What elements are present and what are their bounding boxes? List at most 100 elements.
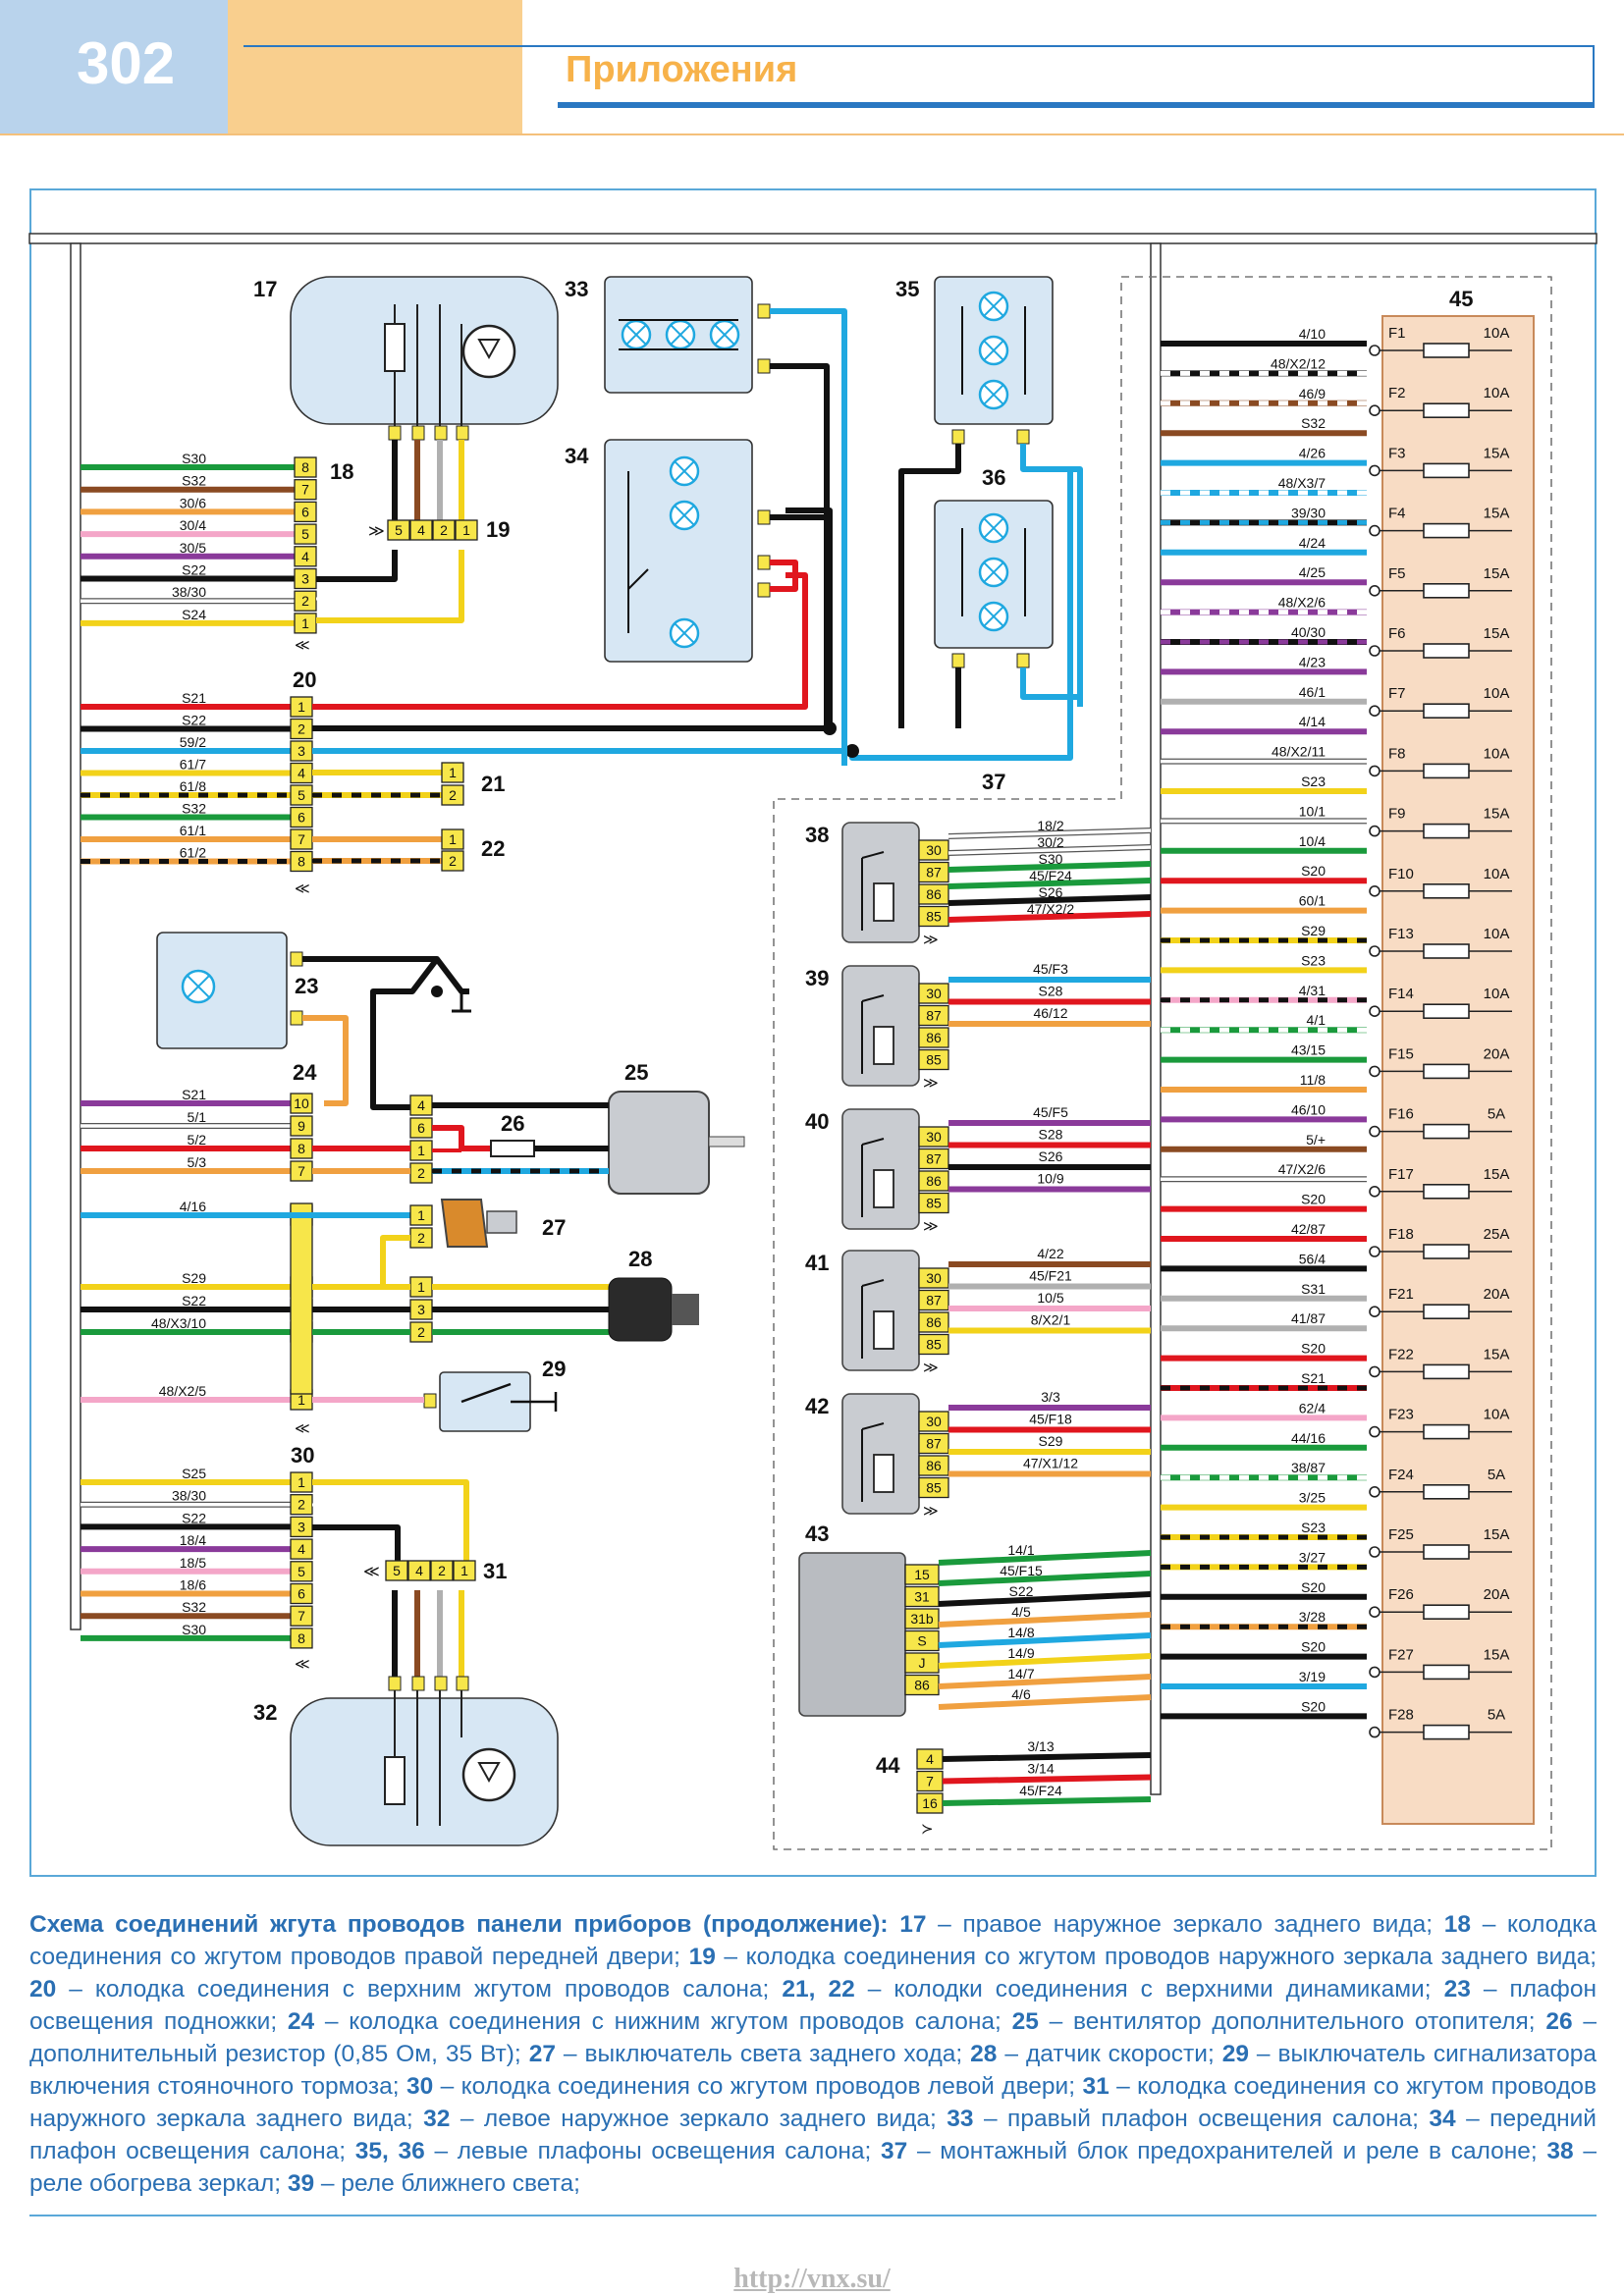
connector-18-wire-label: S24: [182, 607, 206, 622]
caption-item-text: – выключатель сигнализатора включения ст…: [29, 2041, 1597, 2100]
wire: [316, 550, 398, 582]
connector-30-pin-label: 4: [298, 1541, 305, 1557]
connector-24-pin-label: 8: [298, 1141, 305, 1156]
fuse-terminal: [1369, 1726, 1380, 1738]
diode-icon: [477, 1762, 501, 1784]
unit-43: [798, 1552, 906, 1717]
lamp-icon-cross: [674, 505, 695, 526]
component-37-number: 37: [982, 770, 1005, 794]
unit-43-wire: [938, 1591, 1152, 1607]
relay-39-pin-label: 85: [926, 1052, 942, 1068]
step-lamp-23: [156, 932, 288, 1049]
fuse-block-wire-label: 39/30: [1291, 505, 1326, 520]
fuse-terminal: [1369, 1365, 1380, 1378]
wire: [312, 1524, 401, 1561]
connector-24-pin-label: 9: [298, 1118, 305, 1134]
connector-24-pin-label: 1: [298, 1392, 305, 1408]
relay-40-pin: [918, 1126, 949, 1148]
fuse-terminal: [1369, 1186, 1380, 1198]
connector-22-pin-label: 1: [449, 831, 457, 847]
lamp-terminal: [1016, 653, 1030, 668]
footer-url[interactable]: http://vnx.su/: [733, 2264, 891, 2294]
fuse-terminal: [1369, 1246, 1380, 1257]
relay-38-wire-label: 47/X2/2: [1027, 901, 1074, 917]
connector-30-pin: [290, 1582, 313, 1605]
fuse-block-wire-label: S23: [1301, 952, 1326, 968]
caption-item-text: – плафон освещения подножки;: [29, 1976, 1597, 2035]
relay-39-pin-label: 30: [926, 986, 942, 1001]
caption-item-text: – колодка соединения со жгутом проводов …: [433, 2073, 1083, 2100]
unit-43-pin: [904, 1585, 940, 1608]
fuse-terminal: [1369, 584, 1380, 597]
fuse-block-wire-label: 56/4: [1299, 1251, 1326, 1266]
lamp-terminal: [757, 303, 771, 319]
connector-44-pin-label: 4: [926, 1751, 934, 1767]
caption-item-number: 19: [688, 1944, 716, 1970]
fuse-terminal: [1369, 1065, 1380, 1078]
caption-item-text: – монтажный блок предохранителей и реле …: [907, 2138, 1547, 2164]
caption-item-number: 34: [1429, 2106, 1456, 2132]
component-24-number: 24: [293, 1060, 317, 1085]
fuse-block-wire-label: 11/8: [1300, 1072, 1326, 1088]
fuse-block-wire-label: 60/1: [1299, 893, 1326, 909]
unit-43-wire: [938, 1550, 1152, 1566]
fuse-block-wire-label: 48/X3/7: [1278, 475, 1326, 491]
fuse-rating: 5A: [1488, 1467, 1505, 1483]
fuse-block-wire-label: 5/+: [1306, 1132, 1326, 1148]
caption-item-text: – колодка соединения с нижним жгутом про…: [314, 2008, 1012, 2035]
connector-18-pin: [294, 479, 317, 501]
connector-44-wire-label: 3/13: [1027, 1738, 1054, 1754]
caption-item-number: 31: [1082, 2073, 1110, 2100]
relay-41-wire-label: 45/F21: [1029, 1268, 1072, 1284]
connector-18-wire-label: S30: [182, 451, 206, 466]
fuse-block-wire-label: S20: [1301, 863, 1326, 879]
unit-43-wire-label: 14/9: [1007, 1645, 1034, 1661]
caption-item-number: 26: [1545, 2008, 1573, 2035]
connector-18-wire-label: 38/30: [172, 584, 206, 600]
connector-24-pin-label: 7: [298, 1163, 305, 1179]
connector-18-pin-label: 8: [301, 459, 309, 475]
connector-20-wire-label: 61/8: [180, 778, 206, 794]
connector-30-pin-label: 6: [298, 1586, 305, 1602]
relay-coil: [873, 1169, 894, 1208]
caption-item-text: – колодки соединения с верхними динамика…: [854, 1976, 1444, 2002]
connector-18-wire-label: 30/4: [180, 517, 206, 533]
connector-25-pin-label: 4: [417, 1097, 425, 1113]
caption-item-text: – передний плафон освещения салона;: [29, 2106, 1597, 2164]
lamp-terminal: [1016, 429, 1030, 445]
mirror-terminal: [456, 1676, 469, 1691]
connector-19-pin: [455, 519, 478, 541]
connector-31-pin-label: 1: [460, 1563, 468, 1578]
connector-18-pin-label: 4: [301, 549, 309, 564]
connector-44-wire-label: 45/F24: [1019, 1783, 1062, 1798]
fuse-element: [1423, 462, 1470, 479]
fuse-block-wire-label: 62/4: [1299, 1400, 1326, 1415]
fuse-block-wire-label: S31: [1301, 1281, 1326, 1297]
lamp-terminal: [290, 951, 303, 967]
connector-30-wire-label: S32: [182, 1599, 206, 1615]
caption-item-text: – дополнительный резистор (0,85 Ом, 35 В…: [29, 2008, 1597, 2067]
mount-block-boundary: [773, 276, 1552, 1850]
switch-icon: [460, 1382, 558, 1412]
fuse-name: F5: [1388, 565, 1406, 582]
fuse-name: F23: [1388, 1407, 1414, 1423]
caption-item-number: 32: [423, 2106, 451, 2132]
ground-junction: [431, 986, 443, 997]
fuse-block-wire-label: 44/16: [1291, 1430, 1326, 1446]
relay-39-pin-label: 86: [926, 1030, 942, 1045]
connector-24-pin: [290, 1115, 313, 1137]
connector-22-pin: [441, 850, 464, 872]
unit-43-pin-label: J: [919, 1655, 926, 1671]
caption-item-number: 23: [1443, 1976, 1471, 2002]
caption-item-text: – датчик скорости;: [997, 2041, 1222, 2067]
lamp-bus: [619, 319, 738, 350]
connector-21-pin: [441, 762, 464, 783]
fuse-terminal: [1369, 705, 1380, 718]
unit-43-wire-label: 4/6: [1011, 1686, 1031, 1702]
fuse-block-wire-label: 4/14: [1299, 714, 1326, 729]
connector-19-pin: [432, 519, 456, 541]
connector-30-plug-icon: ≪: [295, 1656, 310, 1673]
wire: [380, 1235, 410, 1287]
connector-25-pin-label: 1: [417, 1143, 425, 1158]
fuse-terminal: [1369, 1546, 1380, 1558]
